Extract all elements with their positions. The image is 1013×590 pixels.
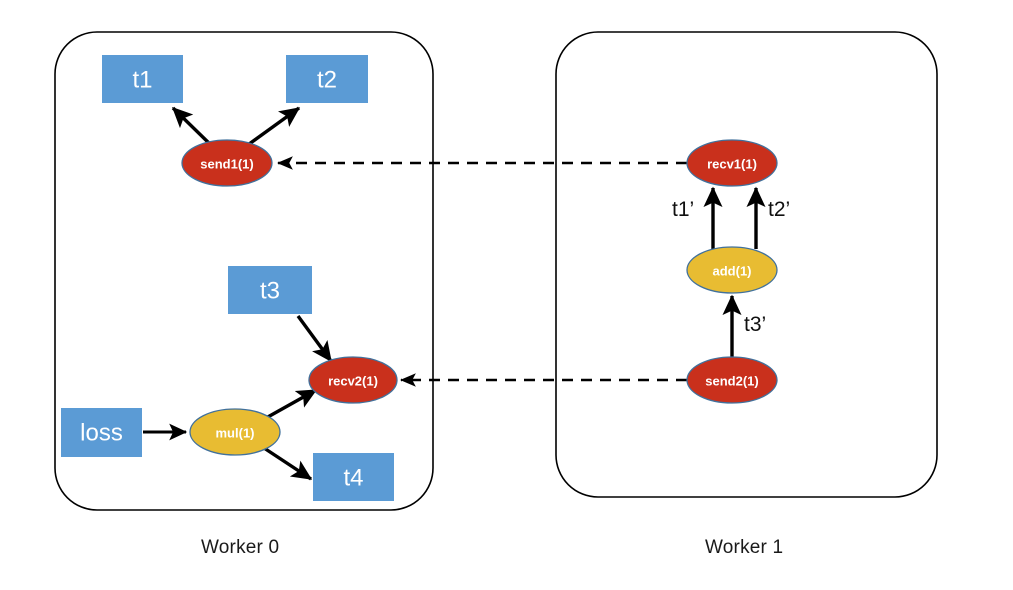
operation-nodes: send1(1) recv2(1) mul(1) recv1(1) add(1)… [181, 139, 778, 456]
worker1-edges [703, 186, 766, 358]
tensor-nodes: t1 t2 t3 loss t4 [61, 55, 394, 501]
node-mul-label: mul(1) [216, 426, 255, 441]
node-add-label: add(1) [713, 264, 752, 279]
worker-container-1 [555, 31, 938, 498]
node-t3-label: t3 [260, 278, 280, 305]
node-send1[interactable]: send1(1) [181, 139, 273, 187]
node-recv2-label: recv2(1) [328, 374, 378, 389]
node-loss-label: loss [80, 420, 123, 447]
edge-send1-to-t1 [171, 106, 215, 149]
node-mul[interactable]: mul(1) [189, 408, 281, 456]
node-send2-label: send2(1) [705, 374, 758, 389]
worker-label-0: Worker 0 [201, 537, 280, 558]
node-t1-label: t1 [132, 67, 152, 94]
node-t4[interactable]: t4 [313, 453, 394, 501]
node-recv1-label: recv1(1) [707, 157, 757, 172]
cross-worker-edges [277, 156, 687, 387]
node-send2[interactable]: send2(1) [686, 356, 778, 404]
worker-container-0 [54, 31, 434, 511]
node-t2-label: t2 [317, 67, 337, 94]
edge-label-t3-prime: t3’ [744, 313, 767, 336]
node-t2[interactable]: t2 [286, 55, 368, 103]
node-recv2[interactable]: recv2(1) [308, 356, 398, 404]
edge-t3-to-recv2 [296, 314, 333, 363]
node-t4-label: t4 [343, 465, 363, 492]
node-add[interactable]: add(1) [686, 246, 778, 294]
node-recv1[interactable]: recv1(1) [686, 139, 778, 187]
edge-label-t1-prime: t1’ [672, 198, 695, 221]
edge-mul-to-recv2 [265, 388, 318, 420]
worker-container-group [54, 31, 938, 511]
edge-mul-to-t4 [263, 446, 313, 481]
node-send1-label: send1(1) [200, 157, 253, 172]
node-t1[interactable]: t1 [102, 55, 183, 103]
node-t3[interactable]: t3 [228, 266, 312, 314]
worker0-edges [143, 106, 333, 481]
worker-label-1: Worker 1 [705, 537, 784, 558]
node-loss[interactable]: loss [61, 408, 142, 457]
edge-send1-to-t2 [244, 106, 301, 149]
edge-label-t2-prime: t2’ [768, 198, 791, 221]
